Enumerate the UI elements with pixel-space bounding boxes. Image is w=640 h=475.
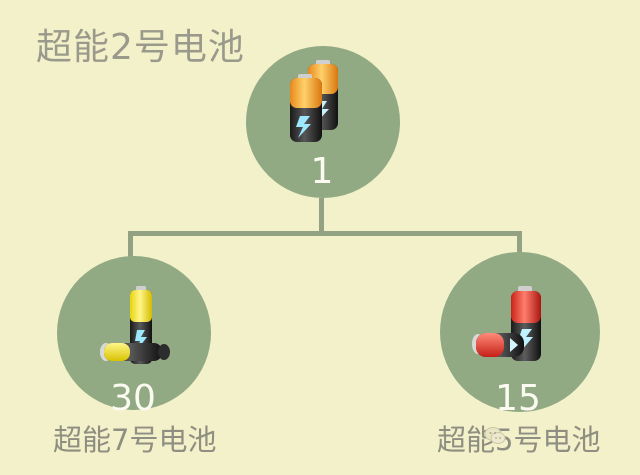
- left-child-label: 超能7号电池: [53, 423, 217, 457]
- wechat-icon: [484, 427, 506, 444]
- right-connector-vertical: [517, 231, 522, 271]
- left-connector-vertical: [128, 231, 133, 271]
- root-node-label: 超能2号电池: [36, 27, 245, 68]
- branch-connector-horizontal: [128, 231, 522, 236]
- aa-battery-pair-orange-icon: [290, 60, 338, 142]
- right-child-label: 超能5号电池: [437, 423, 601, 457]
- right-child-count: 15: [495, 378, 541, 419]
- aa-battery-pair-red-icon: [472, 286, 541, 361]
- root-node-count: 1: [310, 151, 334, 192]
- aaa-battery-pair-yellow-icon: [100, 286, 170, 364]
- root-connector-vertical: [319, 198, 324, 233]
- left-child-count: 30: [110, 378, 156, 419]
